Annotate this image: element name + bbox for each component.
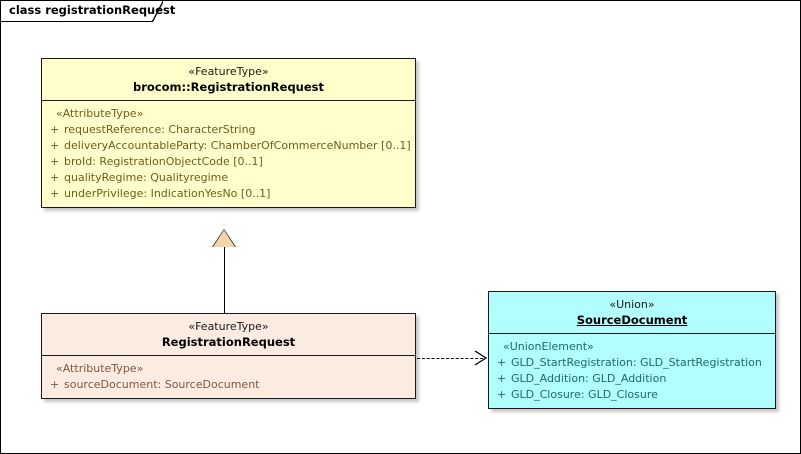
class-stereotype: «FeatureType» (188, 65, 269, 78)
attribute-text: deliveryAccountableParty: ChamberOfComme… (64, 139, 411, 152)
attributes-compartment-sourcedocument: «UnionElement» + GLD_StartRegistration: … (489, 334, 775, 408)
class-header-registrationrequest: «FeatureType» RegistrationRequest (42, 314, 415, 356)
class-stereotype: «Union» (609, 298, 655, 311)
attributes-compartment-brocom-registrationrequest: «AttributeType» + requestReference: Char… (42, 101, 415, 207)
attribute-row[interactable]: + broId: RegistrationObjectCode [0..1] (46, 154, 411, 170)
attribute-text: underPrivilege: IndicationYesNo [0..1] (64, 187, 271, 200)
generalization-arrowhead (213, 230, 235, 247)
attribute-row[interactable]: + GLD_StartRegistration: GLD_StartRegist… (493, 355, 771, 371)
attribute-visibility: + (50, 155, 60, 168)
attribute-text: GLD_StartRegistration: GLD_StartRegistra… (511, 356, 762, 369)
attribute-text: qualityRegime: Qualityregime (64, 171, 229, 184)
class-name: RegistrationRequest (161, 335, 296, 349)
class-header-brocom-registrationrequest: «FeatureType» brocom::RegistrationReques… (42, 59, 415, 101)
attribute-text: sourceDocument: SourceDocument (64, 378, 260, 391)
generalization-connector-line[interactable] (224, 246, 225, 314)
attribute-visibility: + (50, 123, 60, 136)
compartment-stereotype: «AttributeType» (56, 107, 144, 120)
attribute-row[interactable]: + requestReference: CharacterString (46, 122, 411, 138)
attribute-visibility: + (497, 356, 507, 369)
attribute-row[interactable]: + GLD_Closure: GLD_Closure (493, 387, 771, 403)
diagram-title: class registrationRequest (9, 3, 176, 17)
attributes-compartment-registrationrequest: «AttributeType» + sourceDocument: Source… (42, 356, 415, 398)
attribute-text: GLD_Addition: GLD_Addition (511, 372, 667, 385)
class-box-registrationrequest[interactable]: «FeatureType» RegistrationRequest «Attri… (41, 313, 416, 399)
attribute-visibility: + (50, 171, 60, 184)
dependency-arrowhead (474, 350, 488, 366)
attribute-row[interactable]: + GLD_Addition: GLD_Addition (493, 371, 771, 387)
class-box-sourcedocument[interactable]: «Union» SourceDocument «UnionElement» + … (488, 291, 776, 409)
attribute-row[interactable]: + qualityRegime: Qualityregime (46, 170, 411, 186)
frame-tab-background (1, 1, 162, 21)
class-box-brocom-registrationrequest[interactable]: «FeatureType» brocom::RegistrationReques… (41, 58, 416, 208)
compartment-stereotype: «UnionElement» (503, 340, 594, 353)
dependency-connector-line[interactable] (417, 358, 483, 359)
class-stereotype: «FeatureType» (188, 320, 269, 333)
attribute-row[interactable]: + underPrivilege: IndicationYesNo [0..1] (46, 186, 411, 202)
attribute-visibility: + (50, 378, 60, 391)
attribute-visibility: + (497, 388, 507, 401)
attribute-visibility: + (497, 372, 507, 385)
attribute-row[interactable]: + deliveryAccountableParty: ChamberOfCom… (46, 138, 411, 154)
attribute-visibility: + (50, 139, 60, 152)
attribute-row[interactable]: + sourceDocument: SourceDocument (46, 377, 411, 393)
attribute-text: GLD_Closure: GLD_Closure (511, 388, 658, 401)
attribute-text: requestReference: CharacterString (64, 123, 256, 136)
compartment-stereotype: «AttributeType» (56, 362, 144, 375)
class-name-link[interactable]: SourceDocument (576, 313, 688, 327)
attribute-visibility: + (50, 187, 60, 200)
class-name: brocom::RegistrationRequest (132, 80, 325, 94)
attribute-text: broId: RegistrationObjectCode [0..1] (64, 155, 263, 168)
class-header-sourcedocument: «Union» SourceDocument (489, 292, 775, 334)
